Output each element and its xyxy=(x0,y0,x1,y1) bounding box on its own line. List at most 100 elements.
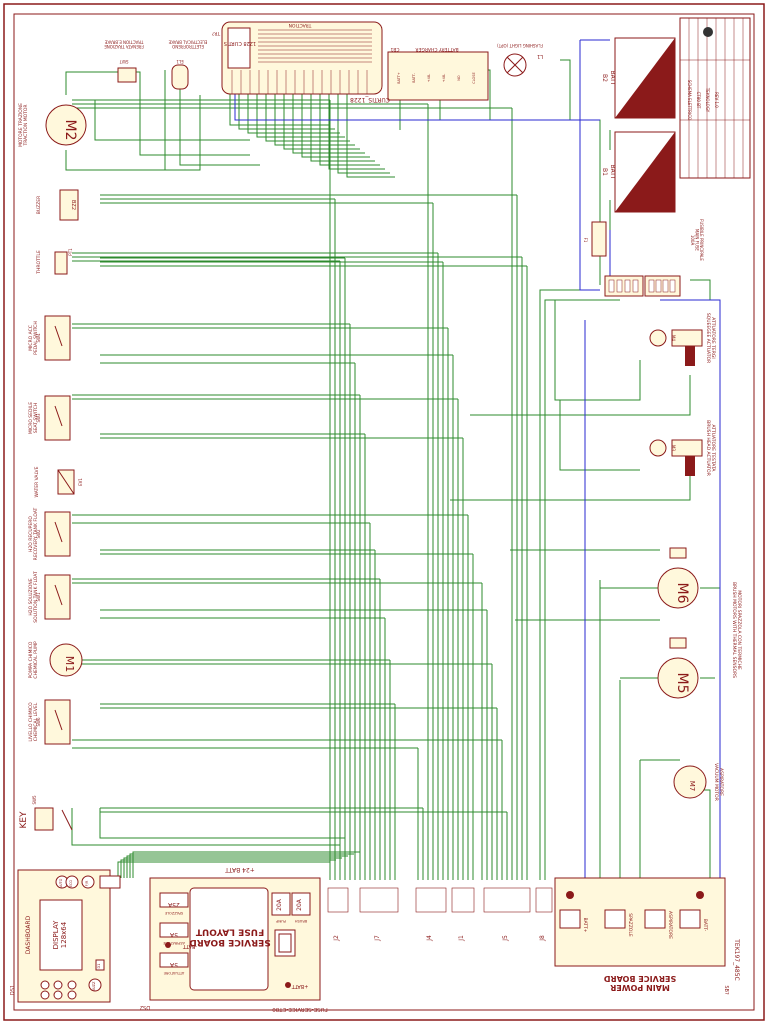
fuse-slot xyxy=(291,892,311,916)
main-board-name: TEK197_485C xyxy=(733,938,740,980)
dashboard-led xyxy=(53,990,63,1000)
fuse-cell xyxy=(608,279,615,293)
vacuum-motor-ref: M7 xyxy=(688,781,696,792)
wire xyxy=(247,90,340,134)
buzzer xyxy=(59,189,79,221)
switch-contact xyxy=(54,405,63,427)
brake-switch-ref: SW7 xyxy=(119,59,128,64)
fuse-value: 25A xyxy=(167,901,180,908)
switch-contact xyxy=(54,325,63,347)
electric-brake-ref: EL1 xyxy=(176,59,184,64)
logo-icon xyxy=(703,27,713,37)
charger-pin-label: +48- xyxy=(442,73,446,82)
wire xyxy=(569,320,586,895)
fuse-cell xyxy=(624,279,631,293)
charger-label: BATTERY CHARGER xyxy=(415,46,458,52)
fuse-label: ATTUATORE xyxy=(164,971,185,975)
dashboard-display xyxy=(39,899,83,971)
wire xyxy=(544,299,620,880)
wire xyxy=(132,851,360,878)
dashboard-button-label: ECO xyxy=(69,880,73,888)
actuator-rod xyxy=(685,346,695,366)
plus24-label: +24 BATT xyxy=(225,866,255,873)
wire xyxy=(559,400,640,471)
connector xyxy=(451,887,475,913)
fuse-slot xyxy=(159,952,189,968)
switch-contact xyxy=(54,709,63,731)
controller-chip xyxy=(227,27,251,69)
wire xyxy=(94,100,250,141)
buzzer-label: BUZZER xyxy=(36,196,42,214)
fuse-cell xyxy=(669,279,676,293)
battery-label: BATT xyxy=(609,71,616,86)
wire xyxy=(234,90,600,121)
fuse-label: BRUSH xyxy=(295,919,308,923)
switch-label: H2O SOLUZIONESOLUTION TANK FLOAT xyxy=(28,571,39,623)
connector xyxy=(483,887,531,913)
wire xyxy=(439,90,601,285)
buzzer-ref: BZ2 xyxy=(70,200,76,210)
main-board-terminal-label: SPAZZOLE xyxy=(627,913,633,937)
fuse-label: PUMP xyxy=(276,919,286,923)
controller-chip-text: 1228 CURTIS xyxy=(224,40,256,46)
brake-switch-label: FRENATA TRAZIONETRACTION E.BRAKE xyxy=(104,39,145,49)
main-board-terminal xyxy=(679,909,701,929)
brush-motor-ref: M6 xyxy=(674,583,690,604)
main-board-ref: SB? xyxy=(723,985,729,995)
switch-body xyxy=(44,395,71,441)
fuse-slot xyxy=(159,892,189,908)
actuator-label: ATTUATORE TESTATABRUSH HEAD ACTUATOR xyxy=(705,420,716,476)
key-ref: SW5 xyxy=(32,795,37,804)
batt-neg-label: -BATT xyxy=(182,943,197,949)
motor-m1 xyxy=(49,643,83,677)
connector xyxy=(327,887,349,913)
actuator-label: ATTUATORE TERGISQUEEGEE ACTUATOR xyxy=(705,313,716,363)
charger-pin-label: BATT- xyxy=(412,72,416,82)
wire xyxy=(123,857,342,878)
fuse-cell xyxy=(655,279,662,293)
flashing-light-ref: L1 xyxy=(537,53,543,59)
fuse-board-inner xyxy=(189,887,269,991)
dashboard-connector xyxy=(99,875,121,889)
water-valve-label: WATER VALVE xyxy=(34,466,40,497)
buzz-button-label: BUZZ xyxy=(92,981,96,991)
switch-contact xyxy=(54,584,63,606)
thermal-sensor xyxy=(669,637,687,649)
battery-ref: B1 xyxy=(601,168,608,176)
main-board-terminal xyxy=(559,909,581,929)
batt-neg-terminal xyxy=(165,942,171,948)
controller-name: CURTIS_1228 xyxy=(350,96,390,103)
dashboard-led xyxy=(40,990,50,1000)
wire xyxy=(337,90,390,174)
wire xyxy=(229,90,330,126)
fuse-cell xyxy=(632,279,639,293)
dashboard-button xyxy=(81,875,95,889)
dashboard-led xyxy=(67,990,77,1000)
fuse-cell xyxy=(662,279,669,293)
wire xyxy=(579,40,600,291)
wires xyxy=(65,59,721,880)
switch-body xyxy=(44,315,71,361)
flashing-light-label: FLASHING LIGHT (OPT) xyxy=(497,43,543,48)
electric-brake-label: ELETTROFRENOELECTRICAL BRAKE xyxy=(168,39,207,49)
fuse-value: 20A xyxy=(276,898,283,911)
connector xyxy=(535,887,553,913)
fuse-value: 5A xyxy=(169,961,178,968)
dashboard-button-label: AUTO xyxy=(59,878,63,888)
motor-m2-label: MOTORE TRAZIONETRACTION MOTOR xyxy=(18,103,29,147)
charger-pin-label: CLOSE xyxy=(472,72,476,83)
switch-ref: SW1 xyxy=(36,592,41,601)
connector-label: J7 xyxy=(374,935,381,942)
switch-ref: SW6 xyxy=(36,717,41,726)
main-board-terminal-label: BATT+ xyxy=(582,917,588,932)
title-block-text: SCHEMA ELETTRICO xyxy=(687,80,692,120)
water-valve-ref: EV1 xyxy=(78,478,83,486)
thermal-sensor xyxy=(669,547,687,559)
brush-motors-label: MOTORI SPAZZOLA CON TERMICHEBRUSH MOTORS… xyxy=(731,582,742,678)
fuse-holder-inner xyxy=(278,933,292,953)
fuse-value: 5A xyxy=(169,931,178,938)
wire xyxy=(470,375,691,416)
wire xyxy=(179,70,260,166)
switch-label: H2O RECUPERORECOVERY TANK FLOAT xyxy=(28,507,39,560)
buzz-button xyxy=(88,978,102,992)
